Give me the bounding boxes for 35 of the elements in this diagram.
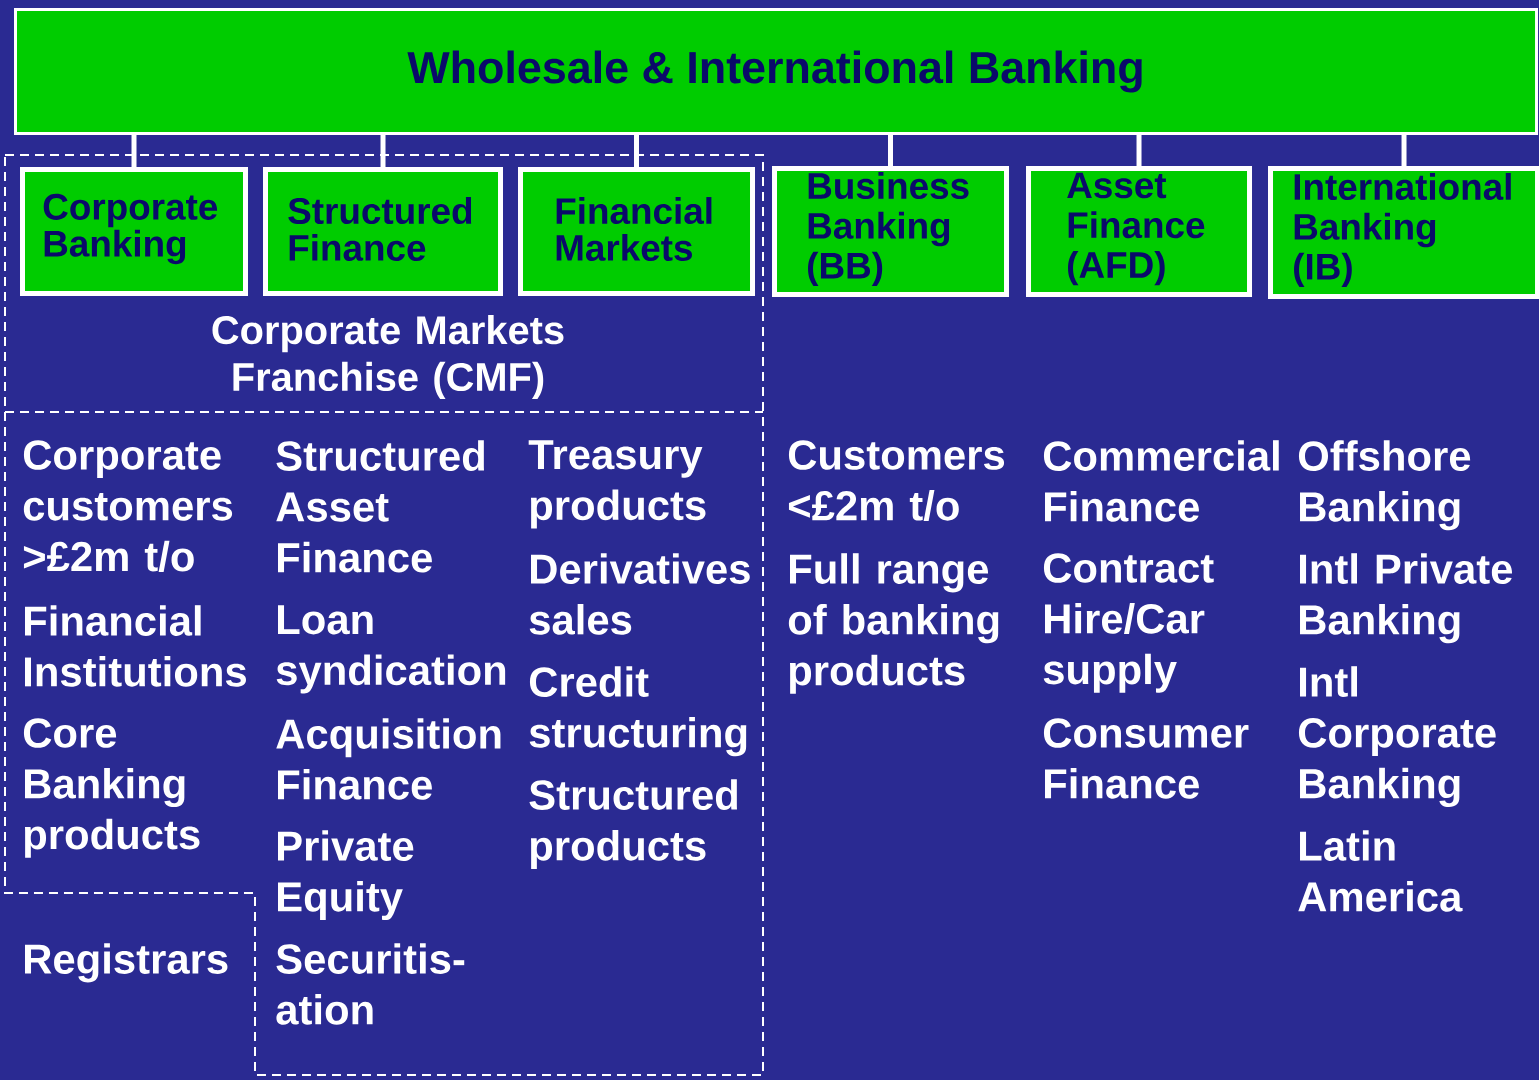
connector-line [1136,135,1142,166]
list-item: Securitis-ation [276,943,465,1025]
connector-line [1401,135,1407,166]
list-item: Treasury products [528,440,706,529]
list-item: Financial Institutions [25,605,246,687]
list-item: Consumer Finance [1043,718,1249,799]
division-box: International Banking (IB) [1268,166,1539,299]
list-item: Corporate customers >£2m t/o [23,440,233,572]
list-item: Core Banking products [23,718,200,858]
division-box: Business Banking (BB) [772,166,1009,297]
list-item: Full range of banking products [788,553,999,694]
list-item: Customers <£2m t/o [788,440,1005,522]
division-box: Asset Finance (AFD) [1026,166,1252,297]
list-item: Credit structuring [529,666,747,757]
connector-line [888,135,893,166]
list-item: Derivatives sales [529,553,750,635]
list-item: Structured Asset Finance [276,440,484,573]
list-item: Acquisition Finance [276,718,501,800]
connector-line [380,135,386,167]
list-item: Intl Private Banking [1300,553,1513,644]
list-item: Loan syndication [276,605,506,694]
list-item: Registrars [25,943,228,983]
list-item: Contract Hire/Car supply [1043,553,1214,693]
list-item: Private Equity [278,830,414,921]
division-box: Corporate Banking [20,167,248,296]
list-item: Commercial Finance [1043,440,1279,522]
list-item: Intl Corporate Banking [1298,666,1496,807]
title-box: Wholesale & International Banking [14,8,1539,135]
connector-line [634,135,639,167]
list-item: Latin America [1298,830,1463,912]
division-box: Structured Finance [263,167,503,296]
list-item: Offshore Banking [1298,440,1471,531]
connector-line [131,135,137,167]
division-box: Financial Markets [518,167,755,296]
list-item: Structured products [529,779,737,870]
